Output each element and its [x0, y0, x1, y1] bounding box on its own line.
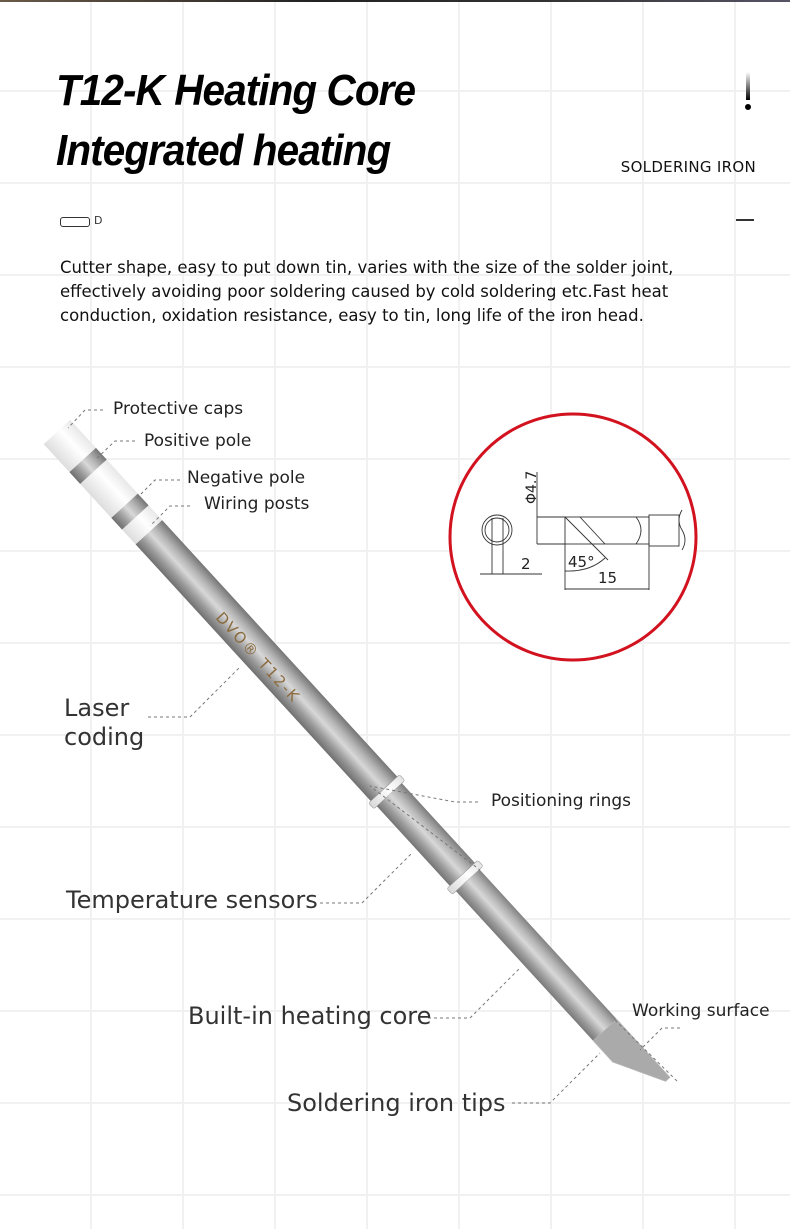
label-laser-coding-1: Laser — [64, 694, 130, 722]
subtitle: SOLDERING IRON — [620, 158, 756, 176]
protective-cap — [43, 419, 96, 473]
label-protective-caps: Protective caps — [113, 399, 244, 419]
laser-marking: DVO® T12-K — [212, 609, 304, 707]
length-label: 15 — [598, 569, 617, 587]
label-working-surface: Working surface — [632, 1001, 770, 1021]
pill-letter: D — [94, 214, 103, 227]
label-wiring-posts: Wiring posts — [204, 494, 310, 514]
soldering-tip — [592, 1018, 671, 1082]
leader-lines — [67, 409, 680, 1104]
width-label: 2 — [521, 555, 531, 573]
diameter-label: Φ4.7 — [524, 471, 540, 504]
negative-pole-band — [111, 493, 149, 530]
title-line-2: Integrated heating — [56, 126, 391, 175]
exclamation-icon — [745, 72, 751, 114]
positive-pole-band — [69, 447, 107, 484]
insulator — [80, 459, 138, 518]
top-bar — [0, 0, 790, 2]
label-positive-pole: Positive pole — [144, 431, 252, 451]
label-negative-pole: Negative pole — [187, 468, 306, 488]
label-positioning-rings: Positioning rings — [491, 791, 632, 811]
shaft — [135, 520, 399, 803]
label-soldering-tips: Soldering iron tips — [287, 1089, 506, 1117]
dash-decoration — [736, 219, 754, 221]
label-temperature-sensors: Temperature sensors — [66, 886, 318, 914]
angle-label: 45° — [568, 553, 595, 571]
title-line-1: T12-K Heating Core — [56, 66, 416, 115]
wiring-post — [122, 505, 163, 545]
label-heating-core: Built-in heating core — [188, 1002, 432, 1030]
shaft-middle — [376, 783, 477, 888]
tip-dimension-diagram: Φ4.7 2 45° 15 — [448, 412, 698, 662]
description: Cutter shape, easy to put down tin, vari… — [60, 258, 674, 325]
pill-icon — [60, 217, 90, 227]
heating-core-shaft — [455, 869, 619, 1043]
label-laser-coding-2: coding — [64, 723, 145, 751]
